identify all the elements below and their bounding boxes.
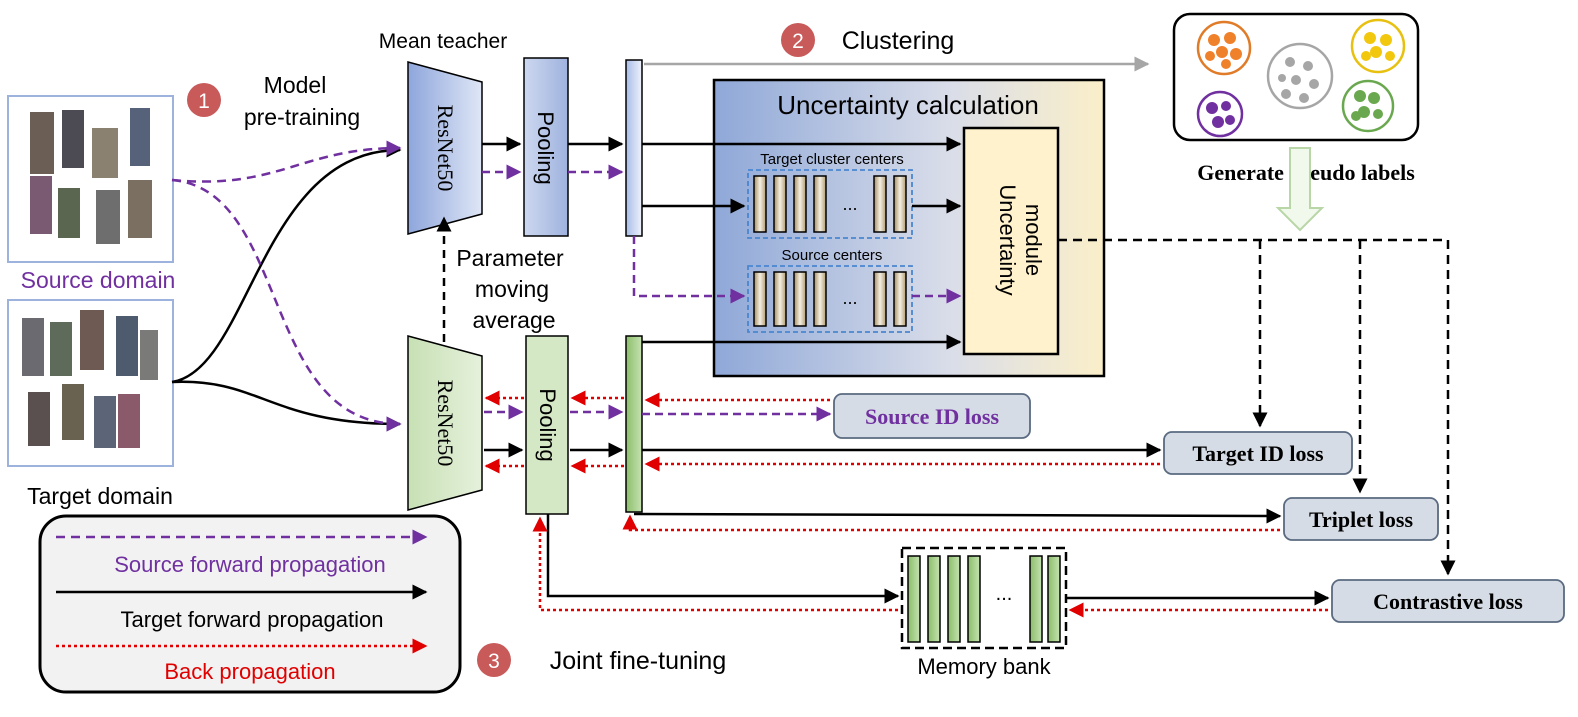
teacher-feature-vector (625, 59, 643, 237)
step-two-label: Clustering (842, 27, 955, 55)
uncertainty-module-line2: module (1021, 204, 1046, 276)
target-id-loss-label: Target ID loss (1192, 441, 1324, 466)
triplet-loss-box (1283, 497, 1439, 541)
target-person-thumbnails (22, 310, 158, 448)
source-centers-group (747, 265, 913, 333)
target-center-bars (753, 175, 907, 233)
source-to-teacher-arrow (171, 140, 402, 183)
memory-bank-label: Memory bank (917, 654, 1051, 679)
step-two-number: 2 (792, 30, 804, 53)
source-centers-label: Source centers (782, 247, 883, 264)
target-id-loss-box (1163, 431, 1353, 475)
step-one-number: 1 (198, 90, 210, 113)
pma-line3: average (472, 307, 555, 333)
target-domain-panel (7, 299, 174, 467)
uncertainty-module-line1: Uncertainty (995, 184, 1020, 295)
source-id-loss-box (833, 393, 1031, 439)
source-to-student-arrow (171, 178, 402, 432)
pma-line2: moving (475, 276, 549, 302)
step-one-label-line1: Model (264, 72, 327, 98)
teacher-resnet50-label: ResNet50 (433, 105, 458, 192)
target-cluster-centers-label: Target cluster centers (760, 151, 903, 168)
legend-target-forward-label: Target forward propagation (121, 607, 384, 632)
mean-teacher-title: Mean teacher (379, 30, 507, 53)
step-three-number: 3 (488, 650, 500, 673)
legend-source-forward-label: Source forward propagation (114, 552, 386, 577)
uncertainty-module-block (962, 126, 1060, 356)
teacher-pooling-label: Pooling (533, 111, 558, 184)
source-id-loss-label: Source ID loss (865, 404, 999, 429)
memory-bank-bars (907, 555, 1061, 643)
legend-back-propagation-label: Back propagation (164, 659, 335, 684)
triplet-back-arrow (622, 514, 1280, 532)
source-person-thumbnails (30, 108, 152, 244)
target-domain-label: Target domain (27, 483, 173, 509)
source-center-bars (753, 271, 907, 327)
target-centers-ellipsis: ... (842, 194, 857, 214)
pooling-to-memory-bank-arrow (546, 514, 900, 604)
target-to-student-arrow (171, 380, 402, 432)
target-cluster-centers-group (747, 169, 913, 239)
contrastive-loss-label: Contrastive loss (1373, 589, 1523, 614)
uncertainty-calculation-title: Uncertainty calculation (777, 90, 1039, 120)
step-one-label-line2: pre-training (244, 104, 360, 130)
target-to-teacher-arrow (171, 142, 402, 384)
teacher-pooling-block (523, 57, 569, 237)
legend: Source forward propagation Target forwar… (38, 514, 462, 694)
source-centers-ellipsis: ... (842, 288, 857, 308)
step-three-badge (477, 643, 511, 677)
feature-to-triplet-arrow (633, 508, 1282, 524)
memory-bank-ellipsis: ... (996, 583, 1013, 605)
uncertainty-to-contrastive-arrow (1058, 238, 1456, 576)
student-pooling-label: Pooling (535, 388, 560, 461)
step-two-badge (781, 23, 815, 57)
teacher-feature-to-source-centers-arrow (632, 236, 746, 304)
pseudo-label-down-arrow (1275, 147, 1325, 232)
source-domain-panel (7, 95, 174, 263)
student-resnet50-block (407, 335, 483, 511)
pma-line1: Parameter (456, 245, 564, 271)
teacher-resnet50-block (407, 61, 483, 235)
step-one-badge (187, 83, 221, 117)
step-three-label: Joint fine-tuning (550, 647, 727, 675)
contrastive-loss-box (1331, 579, 1565, 623)
student-resnet50-label: ResNet50 (433, 380, 458, 467)
triplet-loss-label: Triplet loss (1309, 507, 1414, 532)
student-pooling-block (525, 335, 569, 515)
student-feature-vector (625, 335, 643, 513)
pseudo-label-clusters (1172, 12, 1420, 142)
source-domain-label: Source domain (21, 267, 176, 293)
